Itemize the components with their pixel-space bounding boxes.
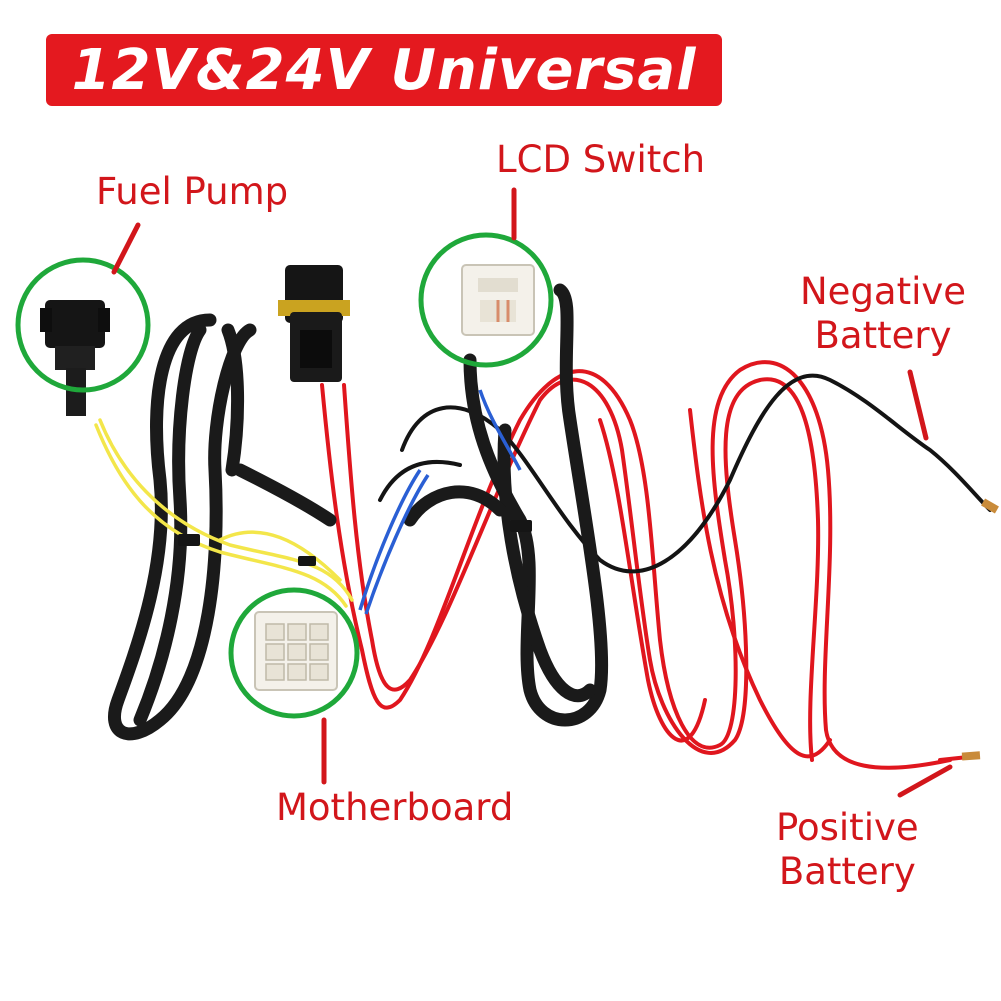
cable-ties bbox=[178, 520, 532, 566]
negative-battery-leader bbox=[907, 369, 929, 441]
label-lcd-switch: LCD Switch bbox=[496, 138, 705, 182]
motherboard-connector bbox=[254, 611, 338, 691]
label-fuel-pump-text: Fuel Pump bbox=[96, 170, 289, 213]
title-banner-text: 12V&24V Universal bbox=[71, 37, 697, 103]
title-banner: 12V&24V Universal bbox=[46, 34, 722, 106]
braided-harness-left bbox=[108, 313, 337, 741]
negative-wire-tip bbox=[981, 498, 999, 514]
lcd-switch-connector bbox=[461, 264, 535, 336]
label-lcd-switch-text: LCD Switch bbox=[496, 138, 706, 181]
highlight-circles bbox=[15, 232, 554, 719]
fuel-pump-leader bbox=[111, 222, 141, 275]
label-positive-battery-line2: Battery bbox=[778, 850, 916, 893]
leader-lines bbox=[111, 187, 953, 798]
label-positive-battery-line1: Positive bbox=[776, 806, 919, 849]
positive-battery-leader bbox=[897, 764, 953, 798]
label-motherboard: Motherboard bbox=[276, 786, 513, 830]
fuse-holder bbox=[278, 265, 350, 382]
label-positive-battery: Positive Battery bbox=[776, 806, 919, 894]
motherboard-highlight bbox=[228, 587, 360, 719]
label-motherboard-text: Motherboard bbox=[276, 786, 514, 829]
blue-signal-wires bbox=[358, 389, 522, 615]
label-fuel-pump: Fuel Pump bbox=[96, 170, 288, 214]
fuel-pump-highlight bbox=[15, 257, 151, 393]
red-power-wire bbox=[320, 360, 970, 770]
fuel-pump-connector bbox=[40, 300, 110, 416]
label-negative-battery: Negative Battery bbox=[800, 270, 966, 358]
positive-wire-tip bbox=[961, 751, 981, 761]
lcd-switch-highlight bbox=[418, 232, 554, 368]
label-negative-battery-line2: Battery bbox=[814, 314, 952, 357]
label-negative-battery-line1: Negative bbox=[800, 270, 967, 313]
yellow-fuel-pump-wires bbox=[94, 418, 354, 608]
braided-harness-middle bbox=[403, 283, 609, 727]
